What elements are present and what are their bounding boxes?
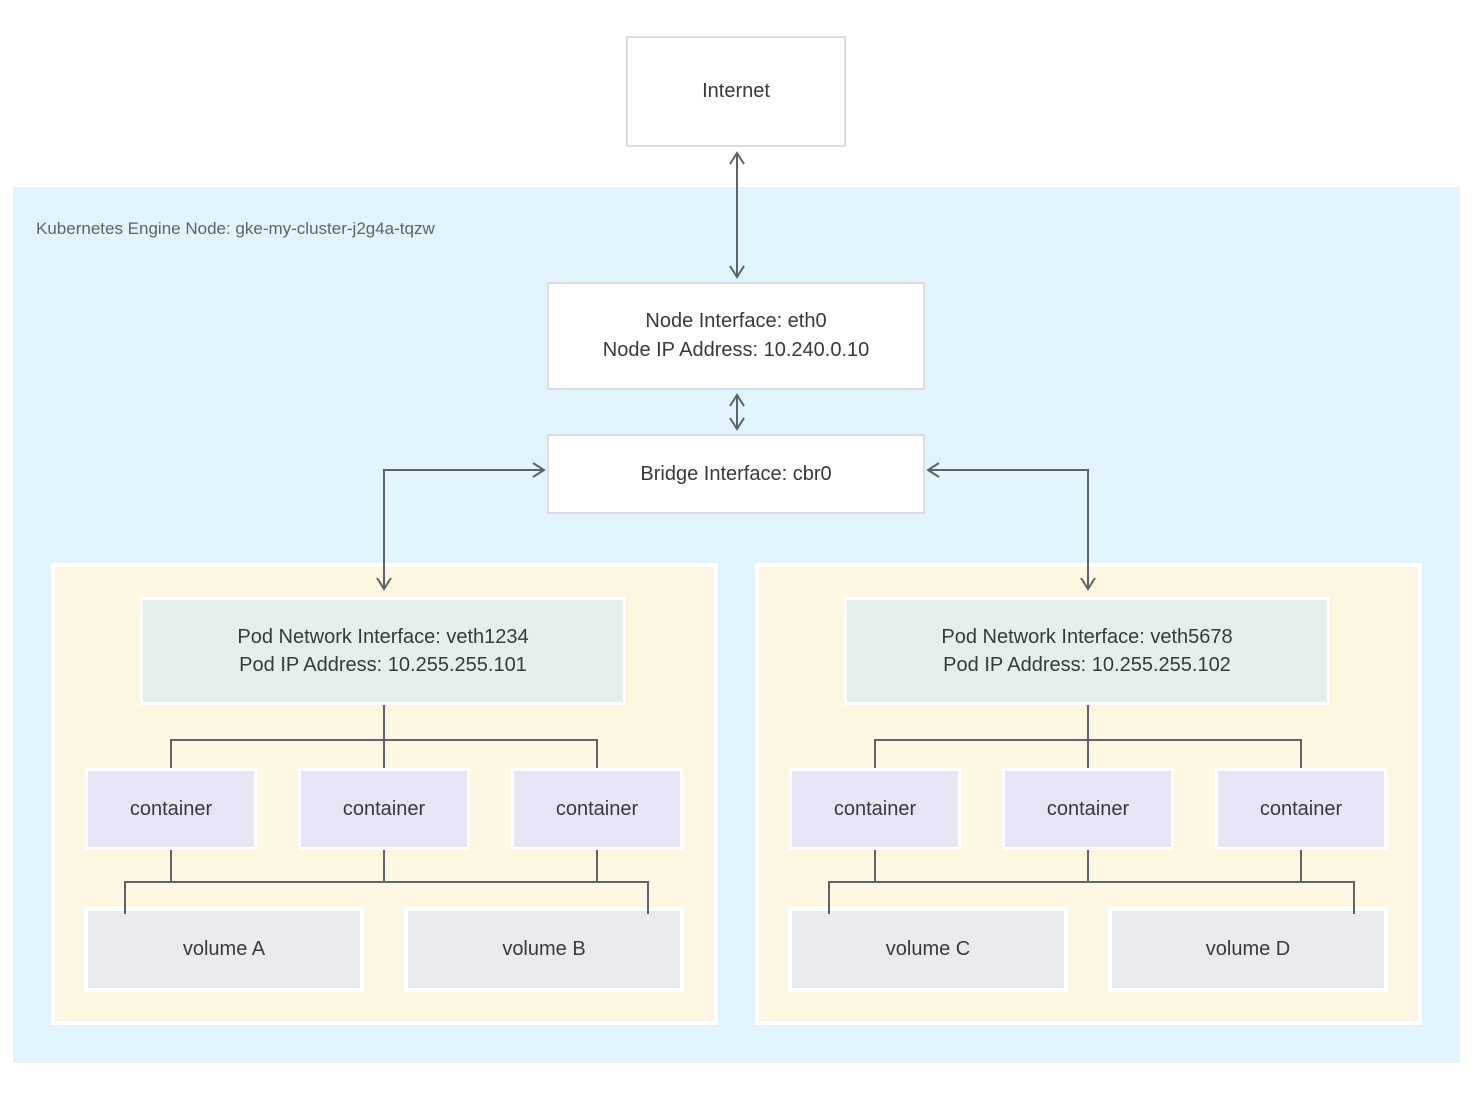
pod-box-2: Pod Network Interface: veth5678 Pod IP A… [755,563,1422,1025]
pod1-container-2: container [298,768,470,850]
pod2-container-3: container [1215,768,1387,850]
volume-label: volume B [502,938,586,960]
container-label: container [342,797,426,820]
pod2-interface-line1: Pod Network Interface: veth5678 [941,626,1233,648]
node-interface-line2: Node IP Address: 10.240.0.10 [602,339,870,361]
kubernetes-node-label: Kubernetes Engine Node: gke-my-cluster-j… [36,219,435,238]
pod2-volume-c: volume C [788,907,1068,992]
container-label: container [555,797,639,820]
bridge-interface-box: Bridge Interface: cbr0 [547,434,925,514]
pod1-interface-line2: Pod IP Address: 10.255.255.101 [239,654,527,676]
pod1-interface-line1: Pod Network Interface: veth1234 [237,626,529,648]
container-label: container [1046,797,1130,820]
bridge-interface-label: Bridge Interface: cbr0 [640,462,832,485]
container-label: container [129,797,213,820]
pod1-container-3: container [511,768,683,850]
pod2-network-interface-box: Pod Network Interface: veth5678 Pod IP A… [844,597,1330,705]
internet-box: Internet [626,36,846,147]
internet-label: Internet [702,80,770,102]
node-interface-line1: Node Interface: eth0 [645,310,827,332]
volume-label: volume A [182,938,266,960]
pod2-container-2: container [1002,768,1174,850]
pod2-volume-d: volume D [1108,907,1388,992]
volume-label: volume C [885,938,971,960]
pod2-interface-line2: Pod IP Address: 10.255.255.102 [943,654,1231,676]
pod1-volume-a: volume A [84,907,364,992]
volume-label: volume D [1205,938,1291,960]
pod1-container-1: container [85,768,257,850]
pod2-container-1: container [789,768,961,850]
pod1-network-interface-box: Pod Network Interface: veth1234 Pod IP A… [140,597,626,705]
pod1-volume-b: volume B [404,907,684,992]
container-label: container [833,797,917,820]
pod-box-1: Pod Network Interface: veth1234 Pod IP A… [51,563,718,1025]
node-interface-box: Node Interface: eth0 Node IP Address: 10… [547,282,925,390]
container-label: container [1259,797,1343,820]
